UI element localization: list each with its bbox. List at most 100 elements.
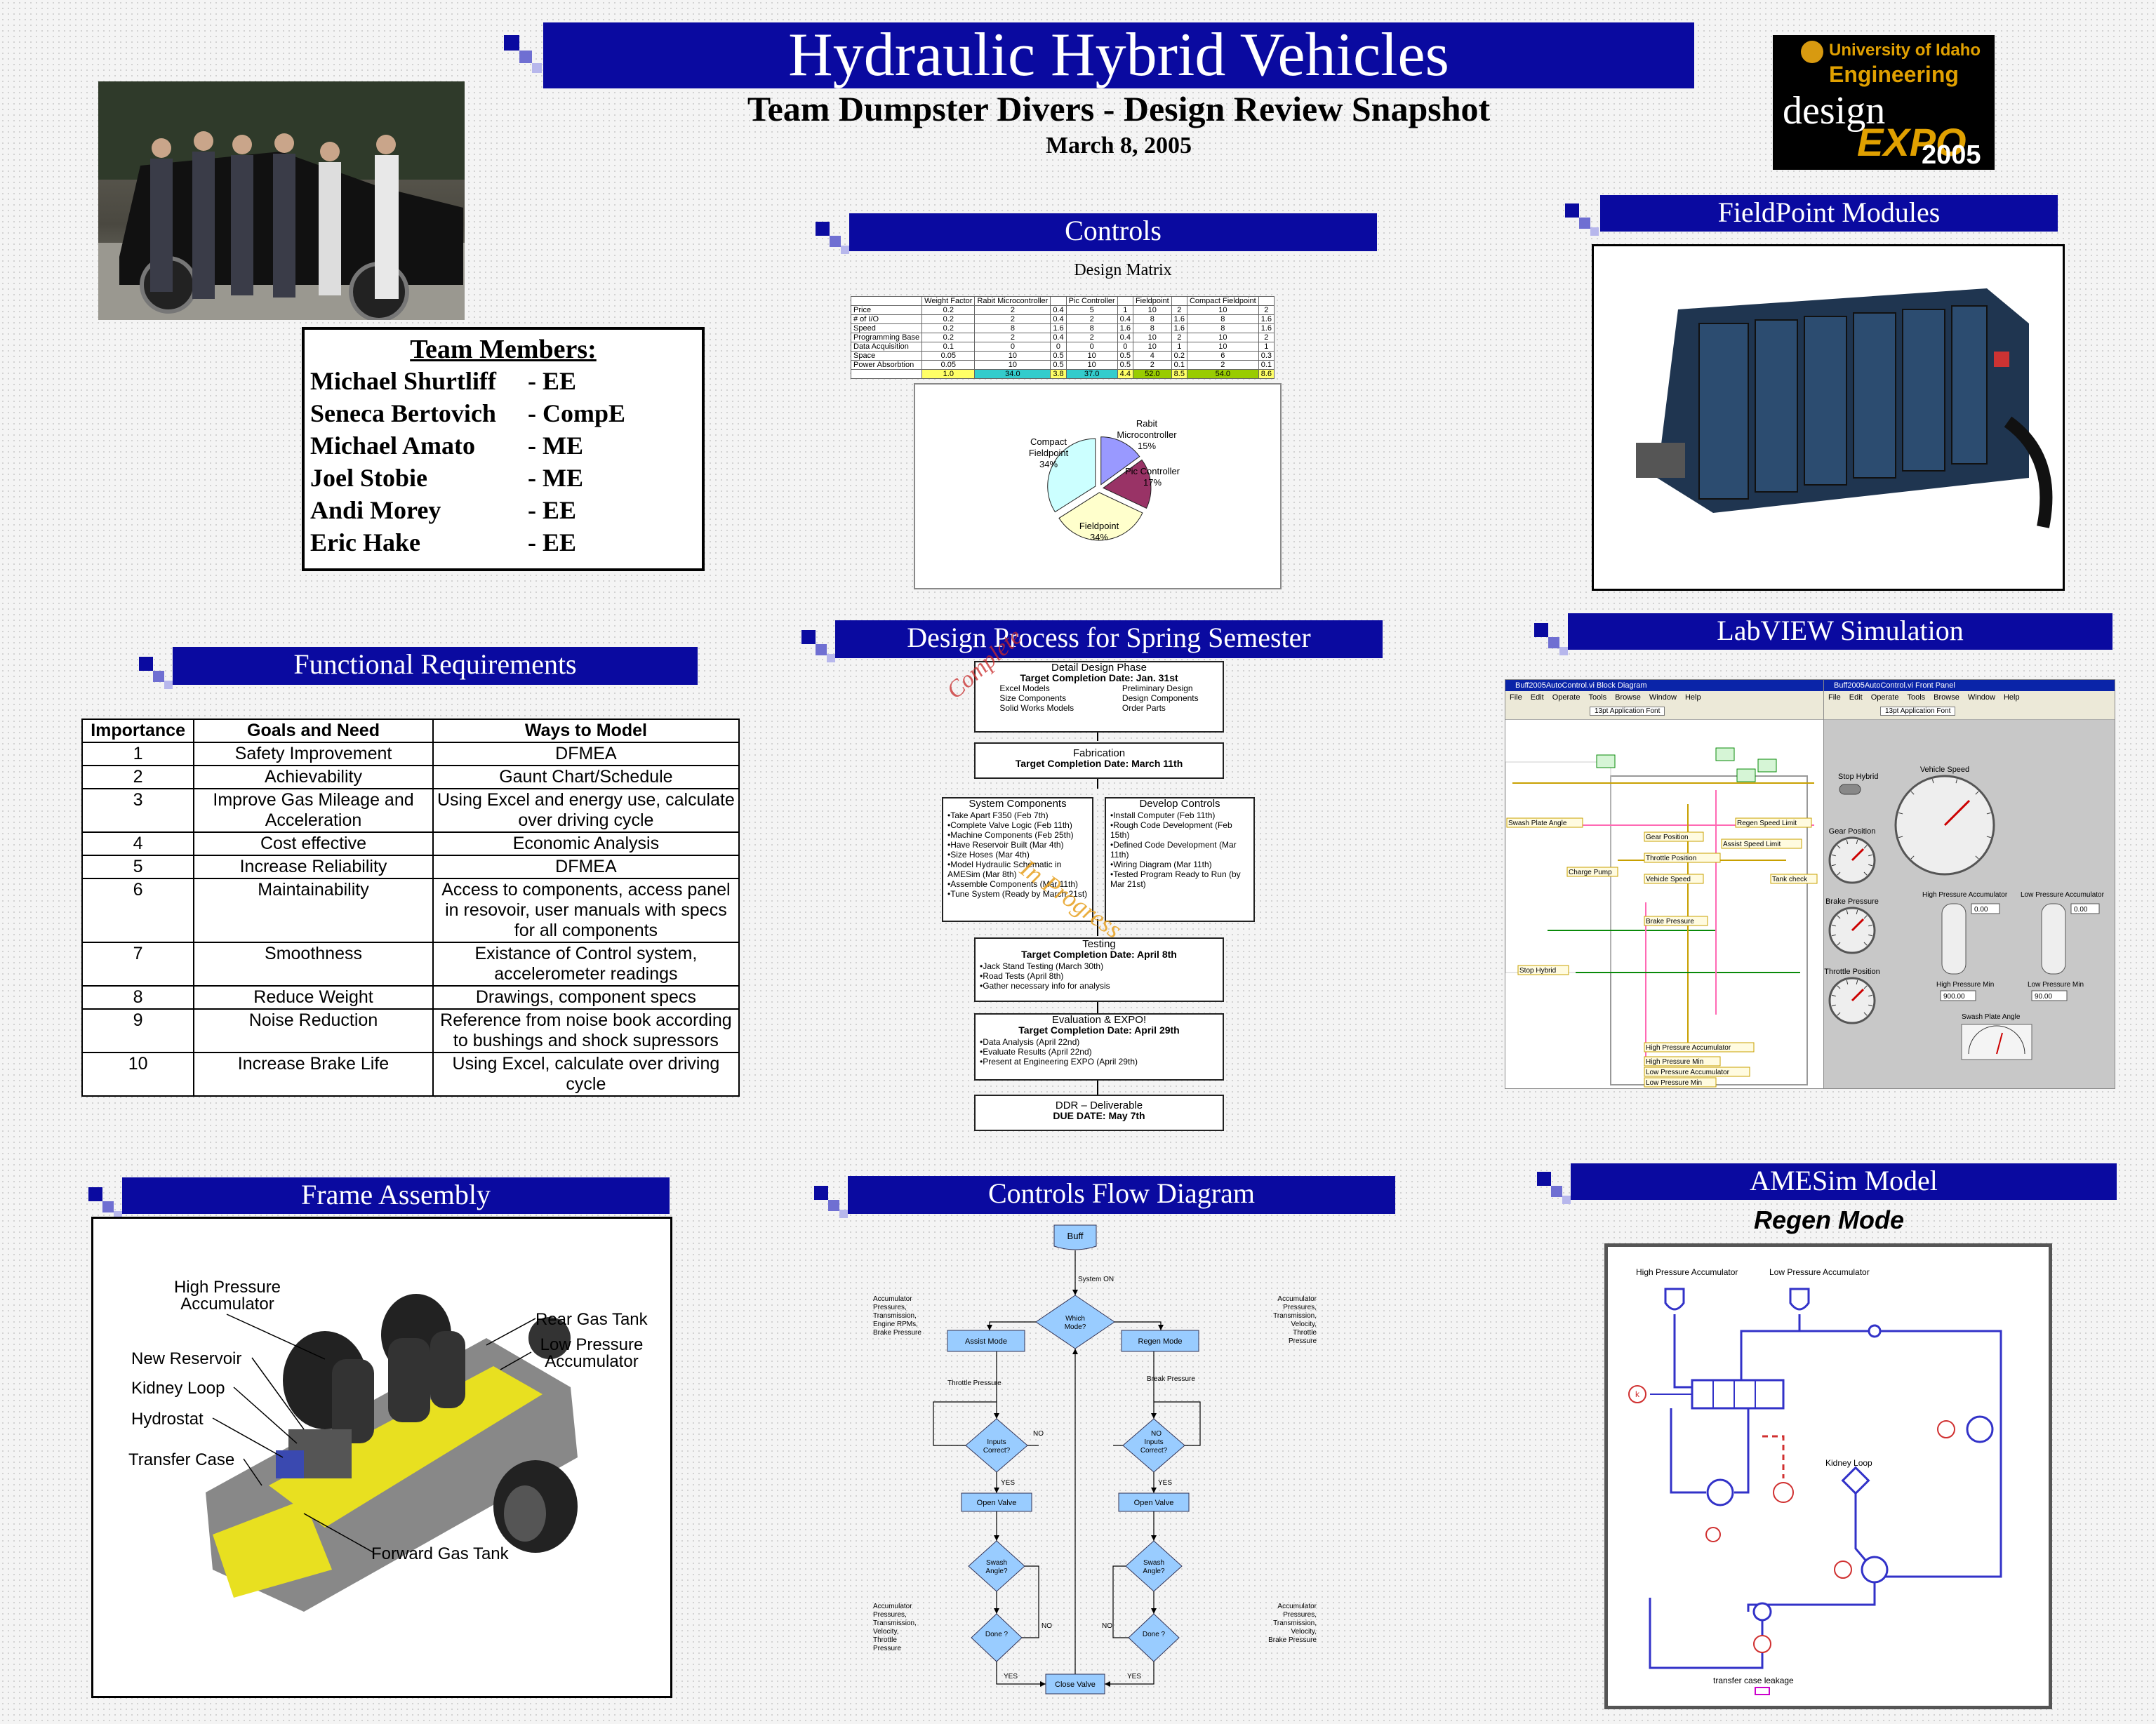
gauge-tick	[1837, 1012, 1841, 1016]
matrix-cell: 34.0	[974, 369, 1051, 379]
flow-arrow	[1105, 1681, 1110, 1687]
menu-item[interactable]: File	[1510, 693, 1522, 702]
list-item: •Install Computer (Feb 11th)	[1110, 810, 1216, 820]
member-dept: - CompE	[528, 399, 626, 427]
matrix-cell: 0.5	[1050, 351, 1067, 361]
frame-banner: Frame Assembly	[122, 1177, 670, 1214]
menu-item[interactable]: Help	[2003, 693, 2020, 702]
sun-icon	[1801, 41, 1823, 63]
block-label: Charge Pump	[1569, 869, 1612, 876]
label-hydrostat: Hydrostat	[131, 1410, 204, 1429]
hydraulic-line	[1747, 1582, 1876, 1612]
gauge-tick	[1868, 1004, 1873, 1007]
matrix-cell: 1.6	[1258, 323, 1275, 333]
gauge-tick	[1846, 980, 1849, 984]
gauge-tick	[1975, 791, 1979, 795]
list-item: •Machine Components (Feb 25th)	[947, 830, 1074, 840]
main-signal	[1937, 1420, 1955, 1438]
menu-item[interactable]: Browse	[1615, 693, 1641, 702]
fr-cell: Increase Reliability	[193, 855, 434, 879]
hpa-label: High Pressure Accumulator	[1636, 1267, 1738, 1277]
font-select[interactable]: 13pt Application Font	[1880, 707, 1956, 716]
menu-item[interactable]: Operate	[1552, 693, 1581, 702]
evaluation-date: Target Completion Date: April 29th	[1018, 1024, 1180, 1036]
matrix-cell: 0	[1117, 342, 1133, 352]
flow-line	[1105, 1662, 1154, 1685]
gauge-label: Gear Position	[1829, 827, 1876, 836]
menu-item[interactable]: Window	[1649, 693, 1677, 702]
signal-line	[1762, 1435, 1785, 1478]
detail-item: Preliminary Design	[1122, 683, 1193, 693]
diagram-background	[1505, 720, 1824, 1088]
fr-cell: Improve Gas Mileage and Acceleration	[193, 788, 434, 833]
fr-cell: 5	[81, 855, 195, 879]
fr-cell: Noise Reduction	[193, 1008, 434, 1053]
poster-date: March 8, 2005	[1045, 133, 1192, 159]
banner-square	[1537, 1172, 1551, 1186]
block-label: High Pressure Accumulator	[1646, 1044, 1731, 1052]
throttle-pressure-label: Throttle Pressure	[947, 1379, 1002, 1387]
ddr-title: DDR – Deliverable	[1055, 1100, 1143, 1111]
menu-item[interactable]: Tools	[1907, 693, 1926, 702]
block-node	[1721, 838, 1802, 849]
flow-banner: Controls Flow Diagram	[848, 1176, 1395, 1214]
menu-item[interactable]: Edit	[1849, 693, 1863, 702]
matrix-cell: 8	[1132, 323, 1172, 333]
fr-cell: Gaunt Chart/Schedule	[432, 765, 740, 789]
regen-mode-title: Regen Mode	[1753, 1205, 1904, 1234]
matrix-cell: 0	[1050, 342, 1067, 352]
yes-label: YES	[1158, 1479, 1172, 1487]
matrix-cell: 2	[1171, 333, 1187, 342]
gauge-tick	[1955, 779, 1958, 784]
menu-item[interactable]: Tools	[1588, 693, 1607, 702]
gauge-tick	[1846, 839, 1849, 844]
banner-square	[1551, 1186, 1562, 1197]
menu-item[interactable]: File	[1828, 693, 1841, 702]
menu-item[interactable]: Browse	[1934, 693, 1959, 702]
menu-item[interactable]: Window	[1967, 693, 1995, 702]
font-select[interactable]: 13pt Application Font	[1590, 707, 1665, 716]
member-name: Michael Shurtliff	[310, 367, 496, 395]
gauge-tick	[1856, 980, 1858, 984]
team-members-box: Team Members: Michael Shurtliff- EE Sene…	[302, 327, 705, 571]
menu-item[interactable]: Help	[1684, 693, 1701, 702]
hpmin-field	[1940, 990, 1976, 1001]
matrix-cell: 0.2	[921, 323, 976, 333]
fr-cell: 7	[81, 942, 195, 987]
banner-square	[1534, 623, 1548, 637]
hydraulic-line	[1799, 1330, 2002, 1578]
list-item: •Road Tests (April 8th)	[980, 971, 1064, 981]
controls-banner: Controls	[849, 213, 1377, 251]
menu-item[interactable]: Edit	[1530, 693, 1544, 702]
fr-cell: 8	[81, 985, 195, 1010]
detail-item: Excel Models	[999, 683, 1050, 693]
gauge-tick	[1863, 985, 1868, 989]
matrix-cell: Price	[850, 305, 923, 315]
fieldpoint-module-image	[1636, 288, 2053, 528]
flow-arrow	[1151, 1488, 1157, 1493]
gauge-tick	[1986, 836, 1991, 838]
flow-arrow	[1158, 1325, 1164, 1330]
gauge-tick	[1868, 994, 1873, 997]
menu-item[interactable]: Operate	[1870, 693, 1899, 702]
assist-mode-box	[947, 1330, 1025, 1352]
banner-square	[841, 246, 849, 254]
assist-done-diamond-label: Done ?	[985, 1631, 1009, 1638]
matrix-cell: 0.5	[1050, 360, 1067, 370]
list-item: •Tune System (Ready by March 21st)	[947, 889, 1088, 899]
gauge-tick	[1863, 942, 1868, 946]
gauge-tick	[1868, 854, 1873, 857]
team-member: Michael Shurtliff- EE	[310, 365, 702, 397]
matrix-cell: 52.0	[1132, 369, 1172, 379]
block-label: Tank check	[1772, 876, 1808, 883]
panel-toolbar: 13pt Application Font	[1824, 704, 2115, 720]
develop-controls-box: Develop Controls •Install Computer (Feb …	[1105, 797, 1255, 922]
